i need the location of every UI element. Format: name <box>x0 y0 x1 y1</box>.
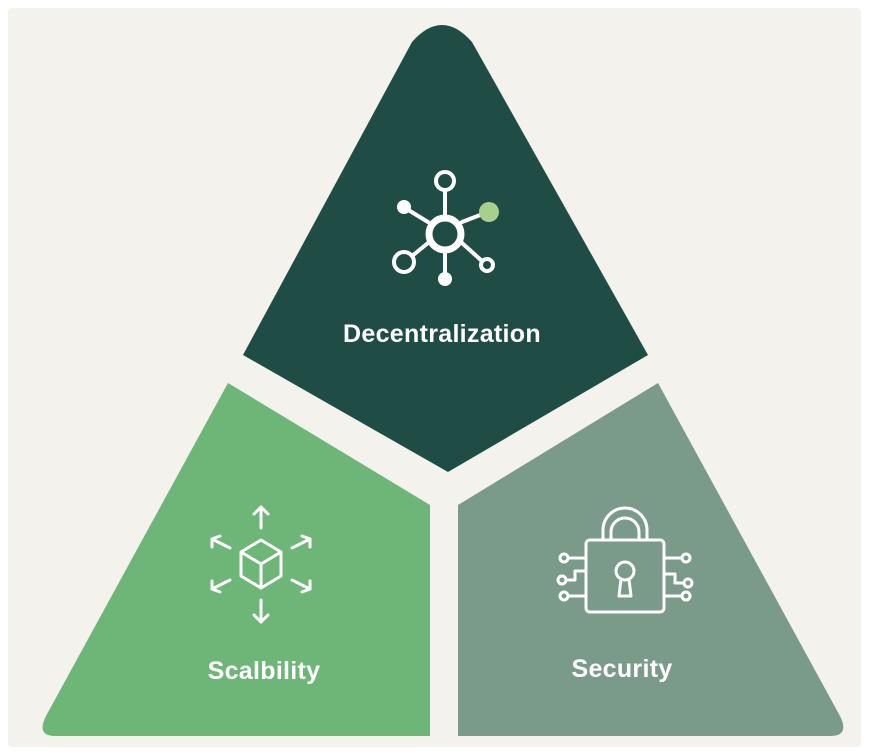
scalability-label: Scalbility <box>207 657 321 685</box>
network-hub-icon <box>392 170 499 286</box>
circuit-padlock-icon <box>556 506 694 614</box>
security-segment <box>458 383 844 736</box>
scalability-segment <box>42 383 430 736</box>
expanding-cube-icon <box>210 505 312 624</box>
security-label: Security <box>571 655 673 683</box>
decentralization-label: Decentralization <box>343 320 541 348</box>
